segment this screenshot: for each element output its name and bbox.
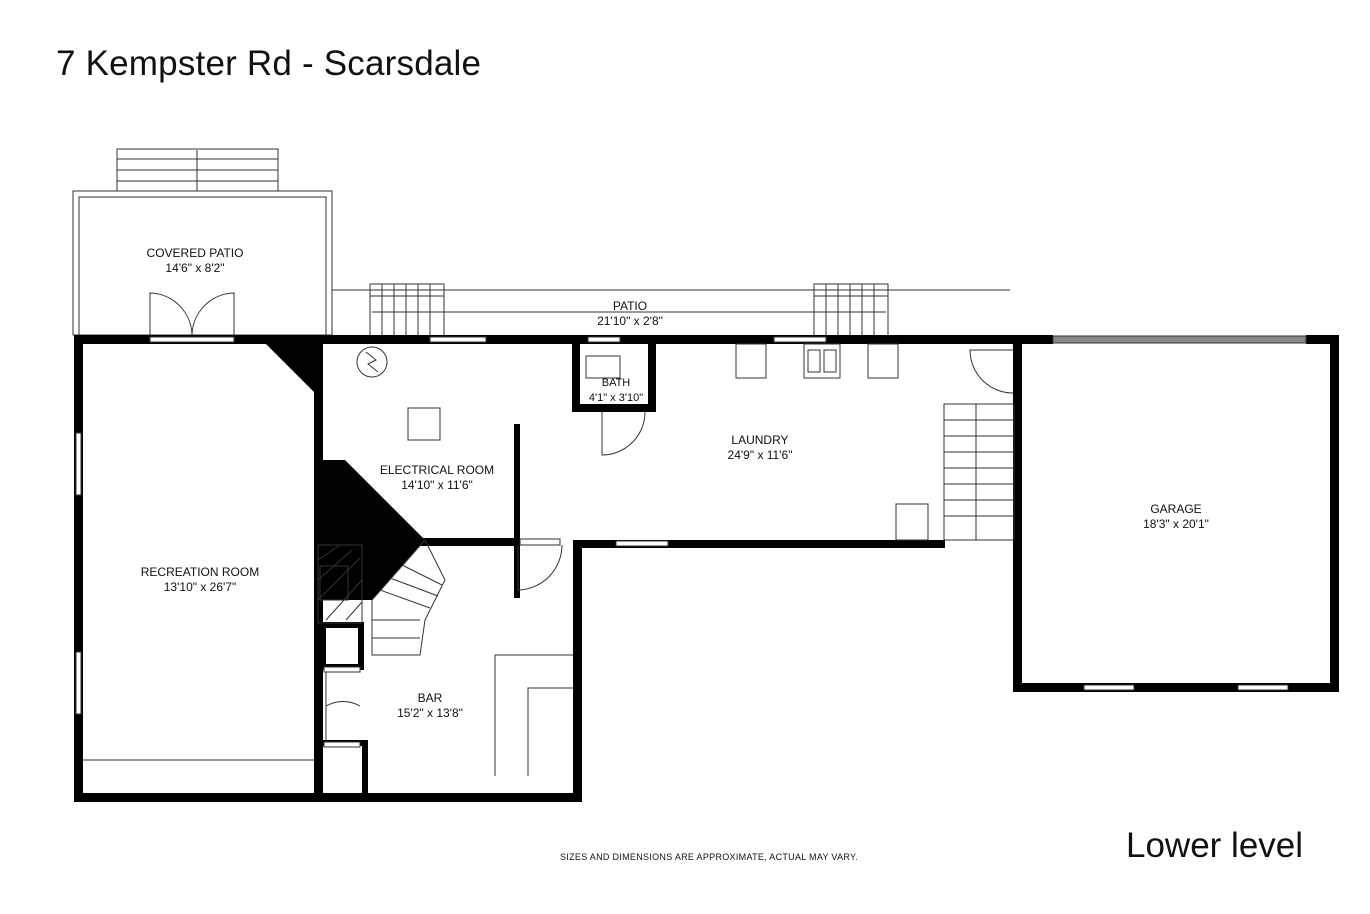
room-name: LAUNDRY xyxy=(731,433,789,447)
room-dimensions: 14'6" x 8'2" xyxy=(165,261,225,275)
room-label-recreation-room: RECREATION ROOM 13'10" x 26'7" xyxy=(110,565,290,595)
room-name: PATIO xyxy=(612,299,648,313)
room-label-electrical-room: ELECTRICAL ROOM 14'10" x 11'6" xyxy=(362,463,512,493)
room-name: RECREATION ROOM xyxy=(140,565,260,579)
room-label-garage: GARAGE 18'3" x 20'1" xyxy=(1106,502,1246,532)
covered-patio-outline xyxy=(72,148,333,336)
room-dimensions: 24'9" x 11'6" xyxy=(727,448,793,462)
room-label-covered-patio: COVERED PATIO 14'6" x 8'2" xyxy=(115,246,275,276)
room-label-bar: BAR 15'2" x 13'8" xyxy=(380,691,480,721)
patio-outline xyxy=(332,283,1010,337)
room-dimensions: 15'2" x 13'8" xyxy=(397,706,463,720)
floor-plan-title: 7 Kempster Rd - Scarsdale xyxy=(56,44,482,83)
room-name: GARAGE xyxy=(1150,502,1202,516)
room-name: BAR xyxy=(417,691,443,705)
room-label-laundry: LAUNDRY 24'9" x 11'6" xyxy=(690,433,830,463)
room-dimensions: 18'3" x 20'1" xyxy=(1143,517,1209,531)
room-name: COVERED PATIO xyxy=(146,246,244,260)
room-label-patio: PATIO 21'10" x 2'8" xyxy=(560,299,700,329)
room-dimensions: 4'1" x 3'10" xyxy=(588,392,644,404)
room-label-bath: BATH 4'1" x 3'10" xyxy=(580,376,652,406)
interior-fixtures xyxy=(83,343,1015,776)
room-name: ELECTRICAL ROOM xyxy=(379,463,495,477)
room-dimensions: 21'10" x 2'8" xyxy=(597,314,663,328)
room-dimensions: 14'10" x 11'6" xyxy=(401,478,473,492)
room-dimensions: 13'10" x 26'7" xyxy=(163,580,237,594)
level-label: Lower level xyxy=(1126,826,1304,865)
windows xyxy=(75,335,1307,748)
room-name: BATH xyxy=(601,377,631,389)
disclaimer-text: SIZES AND DIMENSIONS ARE APPROXIMATE, AC… xyxy=(560,852,858,862)
